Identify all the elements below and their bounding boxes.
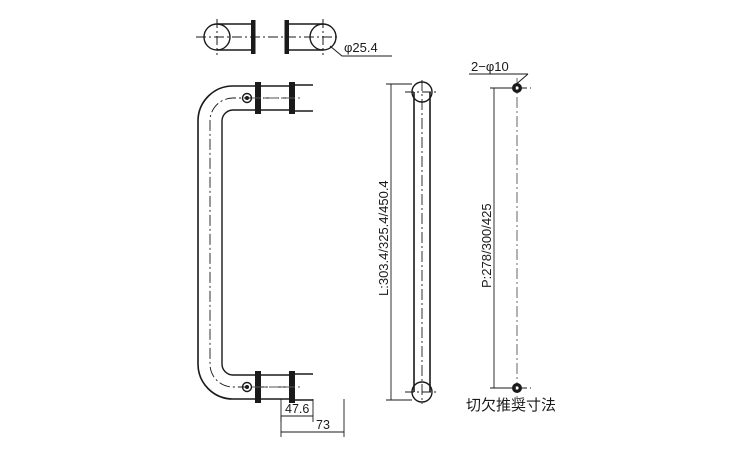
handle-tube-centerline <box>209 97 293 388</box>
left-post <box>203 19 256 55</box>
diameter-leader-line <box>329 45 392 57</box>
length-label: L:303.4/325.4/450.4 <box>376 180 391 296</box>
handle-inner-contour <box>221 109 293 376</box>
handle-top-mount <box>241 82 313 114</box>
cutout-note-label: 切欠推奨寸法 <box>466 396 556 414</box>
handle-bottom-mount <box>241 371 313 403</box>
post-section-detail: φ25.4 <box>196 19 392 57</box>
handle-front-view: 47.6 73 <box>197 82 345 437</box>
bottom-mount-screw-ring <box>241 381 253 393</box>
dim-47-6-label: 47.6 <box>285 402 309 416</box>
right-post-flange <box>284 20 289 54</box>
pitch-label: P:278/300/425 <box>479 203 494 288</box>
top-mount-screw-ring <box>241 92 253 104</box>
bottom-mount-screw-center <box>245 385 249 389</box>
top-mount-screw-center <box>245 96 249 100</box>
left-post-flange <box>251 20 256 54</box>
hole-callout-leader <box>513 73 529 87</box>
right-post <box>284 19 337 55</box>
dim-47-6: 47.6 <box>280 399 314 422</box>
bottom-hole-center-dot <box>515 386 519 390</box>
dim-73-label: 73 <box>316 418 330 432</box>
top-hole-center-dot <box>515 86 519 90</box>
dim-73: 73 <box>280 399 345 437</box>
diameter-label: φ25.4 <box>344 40 378 55</box>
handle-side-view: L:303.4/325.4/450.4 <box>376 80 439 404</box>
handle-outer-contour <box>197 85 293 400</box>
hole-callout-label: 2−φ10 <box>471 59 509 74</box>
mounting-hole-pattern: 2−φ10 P:278/300/425 切欠推奨寸法 <box>466 59 556 414</box>
